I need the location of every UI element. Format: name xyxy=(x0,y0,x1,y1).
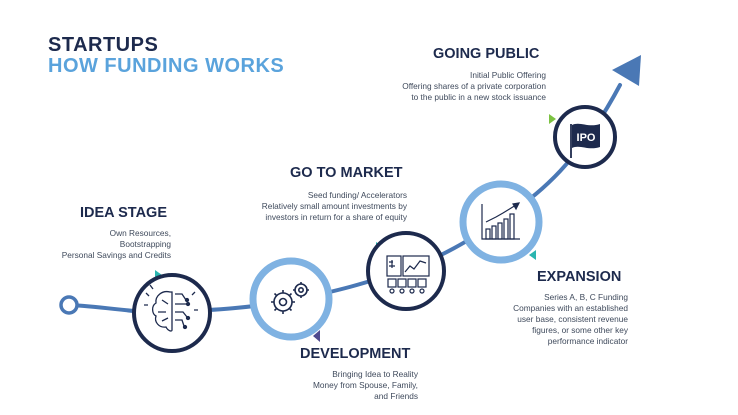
development-stage-description: Bringing Idea to Reality Money from Spou… xyxy=(313,369,418,402)
ipo-flag-text: IPO xyxy=(577,132,596,144)
development-stage-title: DEVELOPMENT xyxy=(300,346,411,362)
ipo-stage-title: GOING PUBLIC xyxy=(433,46,540,62)
expansion-line-4: figures, or some other key xyxy=(532,325,628,335)
expansion-line-5: performance indicator xyxy=(547,336,628,346)
ipo-stage-description: Initial Public Offering Offering shares … xyxy=(402,70,546,103)
page-subtitle: HOW FUNDING WORKS xyxy=(48,55,285,77)
idea-line-2: Bootstrapping xyxy=(119,239,171,249)
development-marker-icon xyxy=(313,330,320,342)
ipo-line-2: Offering shares of a private corporation xyxy=(402,81,546,91)
market-line-1: Seed funding/ Accelerators xyxy=(307,190,407,200)
ipo-line-1: Initial Public Offering xyxy=(470,70,546,80)
idea-stage-description: Own Resources, Bootstrapping Personal Sa… xyxy=(62,228,171,261)
gears-icon xyxy=(271,282,309,314)
market-circle xyxy=(366,231,446,311)
idea-line-1: Own Resources, xyxy=(109,228,171,238)
market-line-3: investors in return for a share of equit… xyxy=(265,212,407,222)
development-line-2: Money from Spouse, Family, xyxy=(313,380,418,390)
growth-chart-icon xyxy=(481,202,521,240)
development-line-1: Bringing Idea to Reality xyxy=(332,369,418,379)
expansion-circle xyxy=(459,180,543,264)
ipo-line-3: to the public in a new stock issuance xyxy=(411,92,546,102)
market-line-2: Relatively small amount investments by xyxy=(261,201,407,211)
ipo-flag-icon: IPO xyxy=(570,123,600,158)
idea-stage-title: IDEA STAGE xyxy=(80,205,168,221)
market-stage-title: GO TO MARKET xyxy=(290,165,403,181)
page-title: STARTUPS xyxy=(48,34,159,56)
development-circle xyxy=(249,257,333,341)
arrow-head-icon xyxy=(612,55,641,86)
start-ring xyxy=(59,295,79,315)
brain-circuit-icon xyxy=(144,284,198,332)
market-stage-description: Seed funding/ Accelerators Relatively sm… xyxy=(262,190,407,223)
idea-circle xyxy=(132,273,212,353)
expansion-marker-icon xyxy=(529,250,536,260)
expansion-line-3: user base, consistent revenue xyxy=(517,314,628,324)
ipo-marker-icon xyxy=(549,114,556,124)
expansion-stage-description: Series A, B, C Funding Companies with an… xyxy=(513,292,628,347)
ipo-circle: IPO xyxy=(553,105,617,169)
market-investors-icon xyxy=(386,255,430,294)
expansion-line-2: Companies with an established xyxy=(513,303,628,313)
idea-line-3: Personal Savings and Credits xyxy=(61,250,171,260)
development-line-3: and Friends xyxy=(374,391,418,401)
expansion-line-1: Series A, B, C Funding xyxy=(544,292,628,302)
expansion-stage-title: EXPANSION xyxy=(537,269,622,285)
